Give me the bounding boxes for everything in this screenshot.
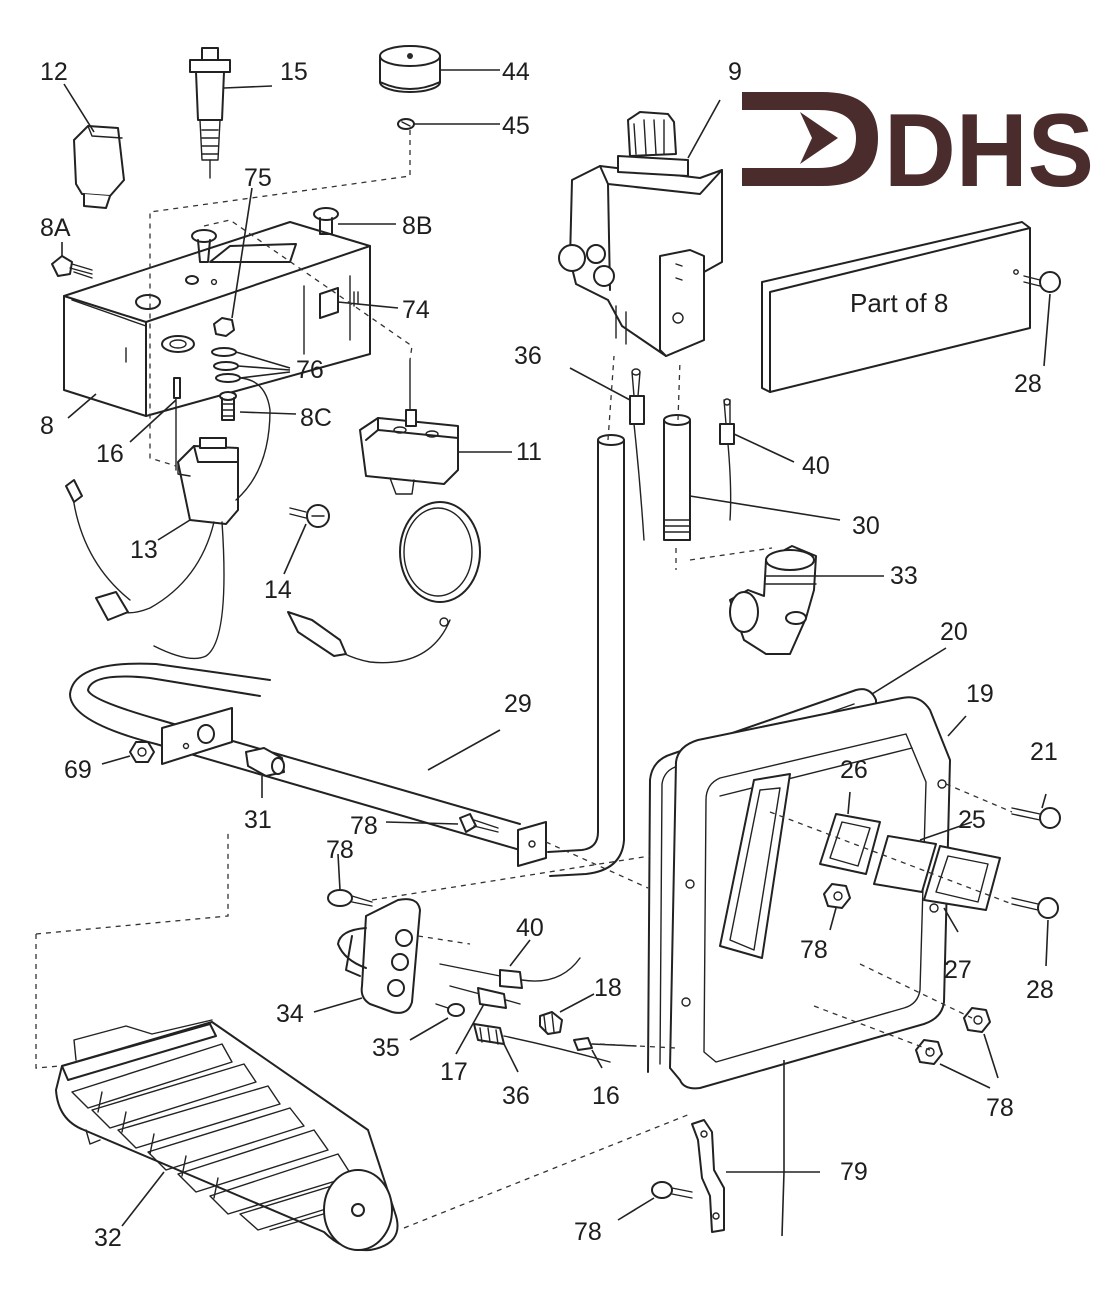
elbow-fitting-33 — [729, 545, 884, 655]
callouts: 12 15 44 45 9 75 8A 8B 74 76 8 16 8C 11 … — [40, 58, 1058, 1252]
nut-78-plate — [823, 883, 999, 1089]
nut-18 — [539, 993, 595, 1035]
screw-28-lower — [1011, 897, 1059, 967]
burner-32 — [55, 1019, 399, 1252]
screw-21 — [1011, 793, 1061, 829]
screw-28-upper — [1023, 271, 1061, 367]
burner-manifold-29 — [69, 662, 547, 867]
callout-8a: 8A — [40, 214, 71, 242]
screw-35 — [409, 1003, 465, 1041]
riser-pipe — [547, 434, 625, 877]
leader-16a — [129, 399, 177, 443]
callout-31: 31 — [244, 806, 272, 834]
callout-16-lower: 16 — [592, 1082, 620, 1110]
callout-35: 35 — [372, 1034, 400, 1062]
callout-12: 12 — [40, 58, 68, 86]
callout-20: 20 — [940, 618, 968, 646]
injector-31 — [245, 747, 285, 798]
callout-76: 76 — [296, 356, 324, 384]
callout-25: 25 — [958, 806, 986, 834]
callout-13: 13 — [130, 536, 158, 564]
callout-8b: 8B — [402, 212, 433, 240]
logo-arrow-mark — [742, 92, 878, 186]
panel-label: Part of 8 — [850, 288, 948, 318]
logo-text: DHS — [884, 93, 1094, 209]
callout-8: 8 — [40, 412, 54, 440]
screw-78-bracket — [327, 853, 373, 907]
screw-14 — [283, 504, 330, 575]
screw-78-bracket-79 — [617, 1181, 693, 1221]
screw-8a — [51, 242, 93, 279]
bracket-79 — [691, 1060, 820, 1237]
fastener-stack — [211, 187, 297, 421]
callout-78-plate-lower: 78 — [986, 1094, 1014, 1122]
pipe-and-fittings-upper — [569, 367, 841, 541]
electrodes — [439, 939, 611, 1073]
cover-cap-12 — [63, 83, 125, 209]
callout-27: 27 — [944, 956, 972, 984]
callout-78-bracket-79: 78 — [574, 1218, 602, 1246]
screw-8b — [313, 207, 396, 235]
callout-32: 32 — [94, 1224, 122, 1252]
callout-15: 15 — [280, 58, 308, 86]
callout-18: 18 — [594, 974, 622, 1002]
screw-78-manifold — [385, 813, 499, 833]
callout-9: 9 — [728, 58, 742, 86]
callout-16-upper: 16 — [96, 440, 124, 468]
callout-33: 33 — [890, 562, 918, 590]
callout-78-manifold: 78 — [350, 812, 378, 840]
clip-74 — [337, 301, 399, 309]
callout-19: 19 — [966, 680, 994, 708]
callout-8c: 8C — [300, 404, 332, 432]
callout-28-upper: 28 — [1014, 370, 1042, 398]
callout-79: 79 — [840, 1158, 868, 1186]
callout-74: 74 — [402, 296, 430, 324]
callout-36-lower: 36 — [502, 1082, 530, 1110]
callout-78-bracket: 78 — [326, 836, 354, 864]
callout-36-upper: 36 — [514, 342, 542, 370]
callout-29: 29 — [504, 690, 532, 718]
terminal-16a — [173, 377, 181, 471]
logo-arrow-point — [800, 112, 838, 164]
callout-30: 30 — [852, 512, 880, 540]
control-knob-44 — [379, 45, 500, 93]
cover-panel-part-of-8: Part of 8 — [761, 221, 1031, 393]
callout-44: 44 — [502, 58, 530, 86]
thermostat — [287, 359, 512, 664]
callout-21: 21 — [1030, 738, 1058, 766]
callout-78-plate: 78 — [800, 936, 828, 964]
screw-top-box — [191, 229, 217, 263]
callout-11: 11 — [516, 438, 542, 466]
spark-generator — [189, 47, 273, 179]
callout-40-upper: 40 — [802, 452, 830, 480]
ignition-unit — [65, 377, 271, 660]
leader-8 — [67, 393, 97, 419]
callout-28-lower: 28 — [1026, 976, 1054, 1004]
callout-40-lower: 40 — [516, 914, 544, 942]
mounting-plate-19 — [669, 696, 967, 1090]
dhs-logo: DHS — [742, 92, 1094, 209]
terminal-16b — [573, 1037, 637, 1069]
callout-45: 45 — [502, 112, 530, 140]
callout-34: 34 — [276, 1000, 304, 1028]
assembly-lines — [35, 130, 1013, 1229]
callout-17: 17 — [440, 1058, 468, 1086]
callout-26: 26 — [840, 756, 868, 784]
pilot-bracket-34 — [313, 898, 421, 1014]
sight-window — [719, 773, 1001, 959]
nut-69 — [101, 741, 155, 765]
clip-45 — [397, 118, 500, 130]
callout-69: 69 — [64, 756, 92, 784]
callout-14: 14 — [264, 576, 292, 604]
gas-valve — [558, 99, 723, 357]
control-box — [63, 221, 371, 417]
callout-75: 75 — [244, 164, 272, 192]
